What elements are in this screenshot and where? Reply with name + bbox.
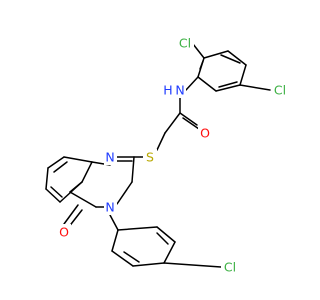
amide-hydrogen-atom: H [162, 82, 174, 98]
bond-line-37 [111, 229, 119, 252]
bond-line-10 [239, 84, 271, 91]
molecule-structure-diagram: Cl Cl Cl N H O S N [45, 35, 289, 275]
bond-line-8 [199, 60, 204, 70]
chlorine-atom-top: Cl [176, 35, 194, 51]
bond-line-29 [63, 156, 93, 163]
bond-line-14 [182, 117, 200, 130]
bond-line-20 [131, 156, 135, 183]
bond-line-36 [109, 214, 119, 231]
svg-text:N: N [105, 200, 114, 215]
bond-line-1 [227, 50, 247, 66]
bond-line-25 [69, 191, 97, 208]
quinazoline-nitrogen-n1: N [104, 149, 117, 165]
bond-line-39 [132, 262, 165, 267]
chlorine-atom-bottom: Cl [221, 259, 239, 275]
svg-text:N: N [175, 83, 184, 98]
bond-line-15 [164, 112, 181, 134]
bond-line-38 [111, 250, 134, 267]
svg-text:O: O [200, 126, 210, 141]
bond-line-30 [47, 156, 65, 169]
bond-line-44 [156, 232, 169, 245]
bond-line-13 [179, 112, 198, 126]
bond-line-31 [45, 167, 49, 190]
bond-line-21 [116, 181, 133, 205]
bond-line-27 [63, 204, 79, 225]
bond-line-9 [192, 43, 205, 59]
bond-line-6 [220, 54, 241, 64]
quinazolinone-oxygen-atom: O [57, 224, 71, 240]
bond-line-42 [117, 226, 158, 231]
bond-line-40 [163, 241, 176, 264]
quinazoline-nitrogen-n3: N [104, 199, 117, 215]
chlorine-atom-right: Cl [271, 82, 289, 98]
svg-text:O: O [59, 225, 69, 240]
bond-line-34 [53, 161, 68, 173]
bond-line-2 [239, 64, 247, 86]
bond-line-3 [215, 84, 241, 92]
bond-line-11 [185, 76, 199, 91]
bonds-layer [45, 43, 271, 268]
svg-text:Cl: Cl [179, 36, 191, 51]
thioether-sulfur-atom: S [143, 149, 157, 165]
bond-line-4 [197, 76, 217, 92]
bond-line-43 [123, 251, 140, 263]
svg-text:S: S [146, 150, 154, 165]
svg-text:Cl: Cl [274, 83, 286, 98]
bond-line-16 [156, 132, 166, 151]
bond-line-23 [81, 161, 93, 183]
bond-line-41 [156, 226, 176, 243]
bond-line-35 [50, 186, 63, 198]
atom-labels-layer: Cl Cl Cl N H O S N [57, 35, 289, 275]
svg-text:N: N [105, 150, 114, 165]
svg-text:Cl: Cl [224, 260, 236, 275]
svg-text:H: H [163, 83, 172, 98]
carbonyl-oxygen-atom: O [198, 125, 212, 141]
bond-line-32 [45, 188, 61, 203]
bond-line-33 [59, 181, 83, 203]
bond-line-0 [203, 50, 229, 59]
bond-line-45 [163, 262, 222, 268]
bond-line-7 [218, 81, 238, 88]
amide-nitrogen-atom: N [173, 82, 186, 98]
